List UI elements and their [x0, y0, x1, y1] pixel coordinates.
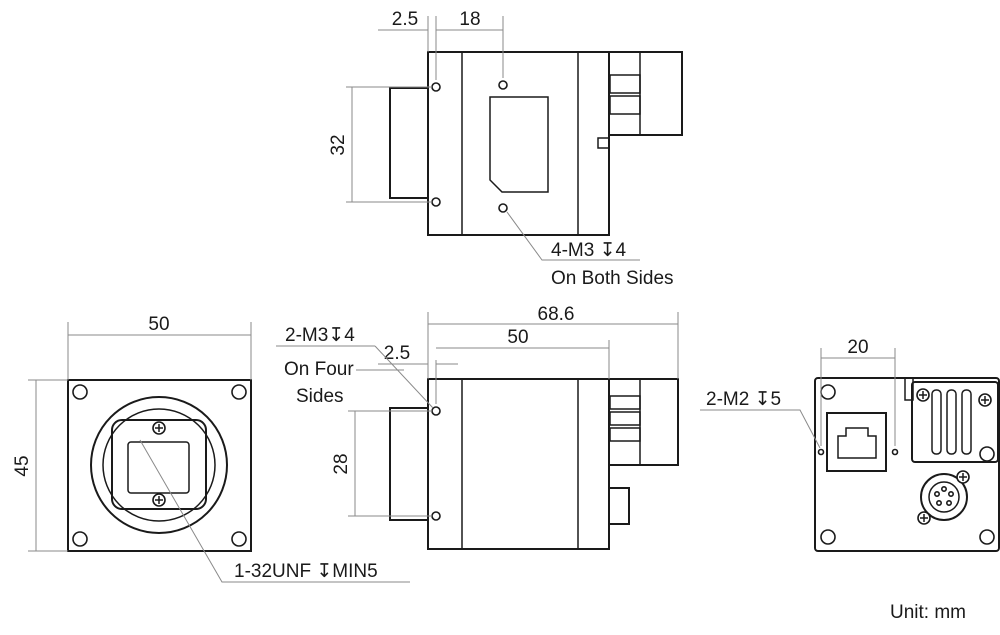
screw-icon: [152, 493, 166, 507]
rear-view-m2-hole: [817, 448, 825, 456]
front-callout: 1-32UNF ↧MIN5: [234, 561, 378, 582]
front-view-mount-ring-inner: [102, 408, 216, 522]
front-dim-height: 45: [12, 455, 33, 476]
heatsink-fin: [931, 389, 942, 455]
front-view-corner-hole: [231, 384, 247, 400]
screw-icon: [916, 388, 930, 402]
top-view-hole: [431, 82, 441, 92]
top-callout-line1: 4-M3 ↧4: [551, 240, 626, 261]
front-view-corner-hole: [72, 384, 88, 400]
rear-view-heatsink: [911, 381, 999, 463]
top-view-label-recess: [489, 96, 549, 193]
side-callout-line2: On Four: [284, 359, 354, 380]
side-view-hole: [431, 406, 441, 416]
top-view-hole: [498, 203, 508, 213]
front-view-sensor: [127, 441, 190, 494]
top-dim-hole-spacing: 32: [328, 134, 349, 155]
top-callout-line2: On Both Sides: [551, 268, 674, 289]
side-view: 68.6 50 2.5 28 2-M3↧4 On Four Sides: [276, 304, 679, 550]
top-dim-hole-offset: 18: [459, 9, 480, 30]
side-view-fin: [609, 411, 641, 426]
rear-view-corner-hole: [979, 446, 995, 462]
top-view-connector-housing: [609, 51, 683, 136]
side-view-fin: [609, 395, 641, 410]
front-view-mount-ring-outer: [90, 396, 228, 534]
screw-icon: [956, 470, 970, 484]
top-view-hole: [498, 80, 508, 90]
rear-view-corner-hole: [820, 384, 836, 400]
top-callout-leader: [506, 211, 640, 261]
heatsink-fin: [946, 389, 957, 455]
side-callout-line1: 2-M3↧4: [285, 325, 355, 346]
top-dim-edge-offset: 2.5: [392, 9, 418, 30]
side-dim-total-length: 68.6: [538, 304, 575, 325]
side-dim-edge-offset: 2.5: [384, 343, 410, 364]
ethernet-jack-icon: [837, 427, 877, 459]
screw-icon: [978, 393, 992, 407]
rear-view-corner-hole: [979, 529, 995, 545]
top-view-body: [427, 51, 610, 236]
side-view-body: [427, 378, 610, 550]
ethernet-port-icon: [826, 412, 887, 472]
front-dim-width: 50: [148, 314, 169, 335]
io-connector-icon: [920, 473, 968, 521]
side-view-lens-mount: [389, 407, 429, 521]
screw-icon: [917, 511, 931, 525]
side-dim-hole-spacing: 28: [331, 453, 352, 474]
side-view-connector-housing: [609, 378, 679, 466]
rear-callout: 2-M2 ↧5: [706, 389, 781, 410]
top-view-connector-slot-1: [609, 74, 641, 94]
rear-view: 20 2-M2 ↧5: [700, 337, 1000, 552]
side-callout-line3: Sides: [296, 386, 344, 407]
top-view-tab: [597, 137, 609, 149]
rear-view-m2-hole: [891, 448, 899, 456]
side-callout-leader: [374, 345, 434, 409]
unit-label: Unit: mm: [890, 602, 966, 623]
top-view: 2.5 18 32 4-M3 ↧4 On Both Sides: [328, 9, 683, 289]
front-view-corner-hole: [231, 531, 247, 547]
side-dim-body-length: 50: [507, 327, 528, 348]
front-view-sensor-frame: [111, 419, 207, 510]
rear-callout-leader: [700, 409, 821, 449]
top-view-hole: [431, 197, 441, 207]
rear-view-corner-hole: [820, 529, 836, 545]
front-view: 50 45 1-32UNF ↧MIN5: [12, 314, 410, 583]
side-view-io-connector: [608, 487, 630, 525]
side-view-hole: [431, 511, 441, 521]
front-callout-leader: [139, 439, 410, 583]
side-view-fin: [609, 427, 641, 442]
heatsink-fin: [961, 389, 972, 455]
top-view-lens-mount: [389, 87, 429, 199]
screw-icon: [152, 421, 166, 435]
front-view-body: [67, 379, 252, 552]
front-view-corner-hole: [72, 531, 88, 547]
top-view-connector-slot-2: [609, 95, 641, 115]
rear-dim-hole-spacing: 20: [847, 337, 868, 358]
